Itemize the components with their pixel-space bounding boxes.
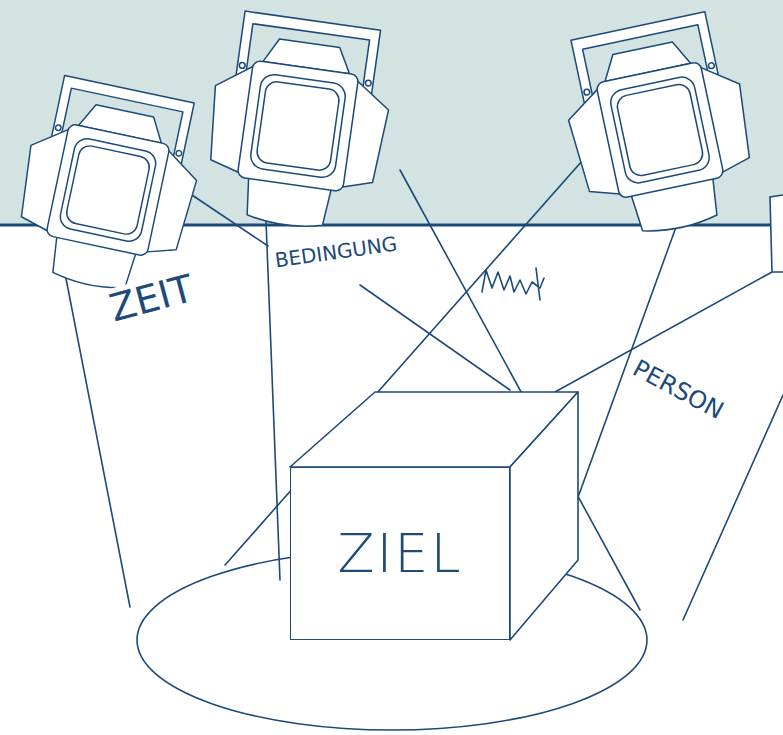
spotlight xyxy=(552,8,766,246)
scribble xyxy=(482,268,544,300)
hand-label: ZEIT xyxy=(103,267,201,331)
spotlight-partial xyxy=(770,195,783,272)
hand-label: BEDINGUNG xyxy=(270,232,401,272)
spotlight xyxy=(5,72,212,302)
goal-text: ZIEL xyxy=(337,522,462,585)
hand-label: PERSON xyxy=(626,354,731,426)
spotlight xyxy=(198,8,400,236)
cube-faces xyxy=(290,392,578,640)
goal-box: ZIEL xyxy=(290,467,510,640)
